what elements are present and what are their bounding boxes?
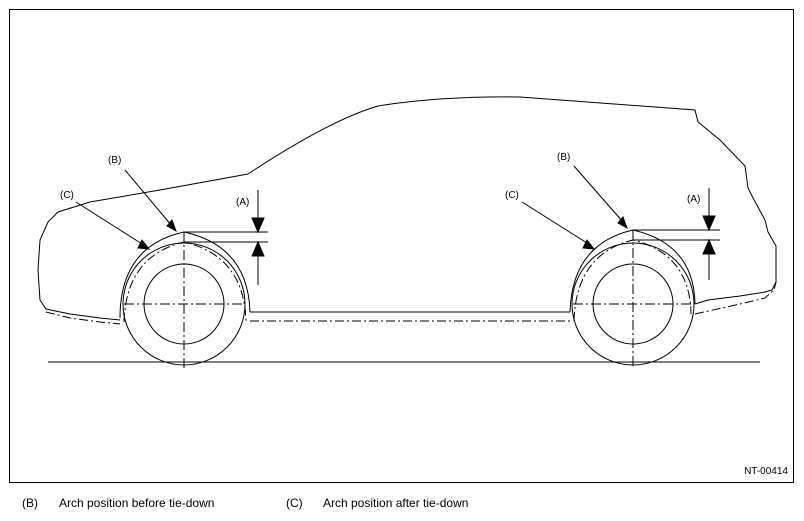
rear-leader-c [521, 201, 588, 244]
rear-leader-b-head [617, 216, 628, 230]
front-label-a: (A) [236, 197, 249, 208]
diagram-frame [9, 9, 794, 483]
rear-leader-b [573, 165, 624, 223]
front-dim-arrow-bottom-head [251, 240, 265, 257]
front-leader-c [75, 201, 143, 245]
front-leader-b-head [166, 219, 177, 233]
front-leader-b [124, 169, 173, 227]
front-label-b: (B) [108, 155, 121, 166]
rear-dim-arrow-top-head [702, 215, 716, 232]
rear-label-b: (B) [557, 152, 570, 163]
rear-dim-arrow-bottom-head [702, 238, 716, 255]
legend-text-b: Arch position before tie-down [59, 496, 215, 510]
front-dim-arrow-top-head [251, 217, 265, 234]
rear-label-c: (C) [505, 190, 519, 201]
figure-id: NT-00414 [744, 466, 788, 477]
body-outline-after-tie-down [45, 281, 777, 325]
front-leader-c-head [137, 239, 151, 250]
legend-text-c: Arch position after tie-down [323, 496, 469, 510]
rear-leader-c-head [582, 239, 596, 250]
legend-code-c: (C) [286, 496, 303, 510]
rear-label-a: (A) [687, 194, 700, 205]
legend: (B) Arch position before tie-down (C) Ar… [0, 496, 804, 514]
legend-code-b: (B) [22, 496, 38, 510]
front-label-c: (C) [60, 190, 74, 201]
vehicle-body-outline [37, 96, 777, 321]
front-wheel-group [75, 169, 268, 368]
rear-wheel-group [521, 165, 720, 368]
